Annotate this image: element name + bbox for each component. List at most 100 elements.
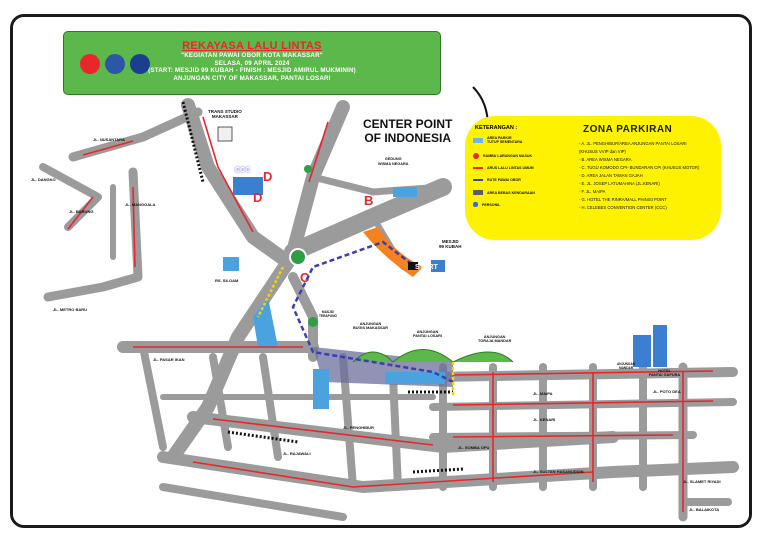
- map-frame: REKAYASA LALU LINTAS "KEGIATAN PAWAI OBO…: [10, 14, 752, 528]
- rs-siloam-label: RS. SILOAM: [215, 278, 239, 283]
- legend-title: KETERANGAN :: [475, 125, 518, 131]
- zone-letter-d-2: D: [253, 190, 263, 205]
- start-label: START: [415, 264, 438, 271]
- hotel-building-2: [653, 325, 667, 367]
- zone-letter-b: B: [364, 193, 374, 208]
- zona-item: - H. CELEBES CONVENTION CENTER (CCC): [579, 205, 667, 210]
- traffic-map: [13, 17, 749, 525]
- zone-letter-d: D: [263, 169, 273, 184]
- header-line-4: ANJUNGAN CITY OF MAKASSAR, PANTAI LOSARI: [173, 74, 331, 82]
- road-lv5: [389, 373, 402, 491]
- legend-label: RAMBU LARANGAN MASUK: [483, 154, 533, 158]
- roundabout-south: [308, 317, 318, 327]
- street-label: JL. NUSANTARA: [93, 137, 125, 142]
- parking-zone-a: [253, 297, 278, 347]
- yellow-boundary-1: [256, 266, 285, 318]
- trans-studio-building: [217, 126, 233, 142]
- legend-label: RUTE PAWAI OBOR: [487, 178, 521, 182]
- legend-label: PERSONIL: [482, 202, 501, 207]
- road-hasanuddin: [157, 451, 739, 493]
- header-line-1: "KEGIATAN PAWAI OBOR KOTA MAKASSAR": [181, 52, 323, 59]
- logo-dishub-icon: [130, 54, 150, 74]
- car-free-area-icon: [473, 190, 483, 195]
- parade-route: [291, 240, 454, 384]
- street-label: JL. BALAIKOTA: [689, 507, 720, 512]
- road-ne: [309, 173, 447, 196]
- zona-item: - B. AREA WISMA NEGARA: [579, 157, 632, 162]
- red-arrow-icon: [473, 167, 483, 169]
- parking-zone-e: [313, 369, 329, 409]
- road-manggala: [43, 167, 143, 302]
- legend-item-car-free: AREA BEBAS KENDARAAN: [473, 190, 535, 195]
- anjungan-toraja-label: ANJUNGAN TORAJA MANDAR: [478, 335, 512, 344]
- street-label: JL. METRO BARU: [53, 307, 87, 312]
- traffic-arrows: [67, 116, 714, 512]
- street-label: JL. BARUNG: [69, 209, 94, 214]
- road-closure-4: [412, 467, 464, 474]
- header-line-3: (START: MESJID 99 KUBAH - FINISH : MESJI…: [148, 67, 356, 75]
- anjungan-mounds: [352, 349, 514, 363]
- zona-item: - F. JL. MAIPA: [579, 189, 606, 194]
- legend-item-personnel: PERSONIL: [473, 202, 500, 207]
- street-label: JL. SLAMET RIYADI: [683, 479, 721, 484]
- mesjid-icon: [431, 260, 445, 272]
- zona-item: (KHUSUS VVIP dan VIP): [579, 149, 626, 154]
- ccc-building: [233, 177, 263, 195]
- personnel-icon: [473, 202, 478, 207]
- blue-dashed-arrow-icon: [473, 179, 483, 181]
- mesjid-label: MESJID 99 KUBAH: [439, 239, 462, 249]
- zona-item: - E. JL. JOSEP LATUMAHINA (JL.KENARI): [579, 181, 660, 186]
- masjid-terapung-label: MASJID TERAPUNG: [319, 310, 337, 318]
- street-label: JL. RAJAWALI: [283, 451, 311, 456]
- street-label: JL. KENARI: [533, 417, 556, 422]
- logo-police-icon: [105, 54, 125, 74]
- road-lv3: [259, 353, 282, 461]
- street-label: JL. POTO DEA: [653, 389, 681, 394]
- zona-parkiran-list: - A. JL. PENGHIBUR/AREA ANJUNGAN PANTAI …: [579, 140, 699, 212]
- rs-siloam-building: [223, 257, 239, 271]
- ccc-label: CCC: [235, 167, 251, 174]
- roundabout-cpi: [289, 248, 307, 266]
- legend-panel: KETERANGAN : AREA PARKIR TUTUP SEMENTARA…: [465, 116, 721, 240]
- anjungan-losari-label: ANJUNGAN PANTAI LOSARI: [413, 330, 442, 339]
- start-checkered-flag: [408, 262, 418, 270]
- street-label: JL. MAIPA: [533, 391, 553, 396]
- legend-item-traffic: ARUS LALU LINTAS UMUM: [473, 166, 534, 170]
- anjungan-mandar-label: ANJUNGAN MANDAR: [617, 362, 636, 370]
- zona-item: - D. AREA JALAN TAMAN GAJAH: [579, 173, 643, 178]
- street-label: JL. PASAR IKAN: [153, 357, 185, 362]
- header-logos: [80, 54, 150, 74]
- wisma-negara-label: GEDUNG WISMA NEGARA: [378, 157, 409, 166]
- parking-icon: [473, 137, 483, 143]
- parking-zone-f: [385, 372, 445, 384]
- zona-item: - C. TUGU KOMODO CPI- BUNDARAN CPI (KHUS…: [579, 165, 700, 170]
- road-trans-studio: [181, 98, 295, 269]
- no-entry-icon: [473, 153, 479, 159]
- road-lv2: [209, 353, 232, 451]
- logo-makassar-icon: [80, 54, 100, 74]
- zone-letter-c: C: [300, 270, 310, 285]
- zona-parkiran-title: ZONA PARKIRAN: [583, 124, 673, 135]
- header-line-2: SELASA, 09 APRIL 2024: [214, 59, 290, 67]
- wisma-negara-building: [393, 187, 417, 197]
- header-title: REKAYASA LALU LINTAS: [182, 40, 322, 52]
- street-label: JL. PENGHIBUR: [343, 425, 374, 430]
- street-label: JL. DANGKO: [31, 177, 56, 182]
- street-label: JL. MANGGALA: [125, 202, 156, 207]
- road-lv1: [139, 343, 167, 451]
- road-lh2: [159, 483, 347, 521]
- legend-label: AREA BEBAS KENDARAAN: [487, 190, 535, 195]
- roundabout-north: [304, 165, 312, 173]
- legend-item-no-entry: RAMBU LARANGAN MASUK: [473, 153, 532, 159]
- road-south-diag: [166, 255, 295, 464]
- street-label: JL. SOMBA OPU: [458, 445, 490, 450]
- hotel-label: HOTEL PANTAI GAPURA: [649, 369, 681, 378]
- legend-label: AREA PARKIR TUTUP SEMENTARA: [487, 136, 523, 144]
- hotel-building: [633, 335, 651, 367]
- road-closure-1: [181, 101, 205, 183]
- legend-item-parking: AREA PARKIR TUTUP SEMENTARA: [473, 136, 522, 144]
- center-point-label: CENTER POINT OF INDONESIA: [363, 117, 453, 145]
- road-nusantara: [68, 107, 203, 162]
- header-banner: REKAYASA LALU LINTAS "KEGIATAN PAWAI OBO…: [63, 31, 441, 95]
- zona-item: - G. HOTEL THE RINRA/MALL PHINISI POINT: [579, 197, 667, 202]
